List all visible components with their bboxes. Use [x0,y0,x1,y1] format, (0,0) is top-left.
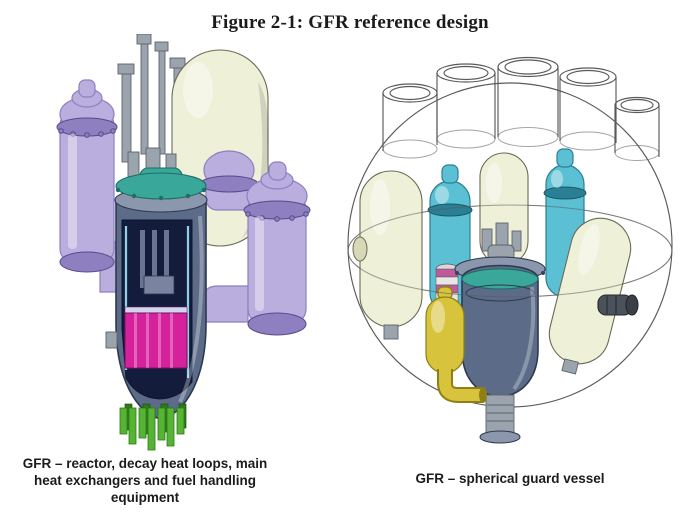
sphere-equator-line [347,204,673,298]
main-heat-exchanger-left-icon [352,170,423,340]
left-caption: GFR – reactor, decay heat loops, main he… [22,456,268,505]
reactor-vessel-icon [105,147,208,420]
reactor-core-icon [124,306,188,369]
decay-heat-loop-right-icon [201,161,311,336]
decay-heat-loop-rear-icon [199,150,259,211]
outlet-nozzle-icon [597,294,639,316]
left-illustration [56,34,311,451]
fuel-rods-icon [119,403,187,451]
reactor-vessel-right-icon [454,222,546,444]
right-caption: GFR – spherical guard vessel [415,471,605,486]
right-illustration [347,56,673,444]
top-penetrations-icon [382,56,660,161]
figure-title: Figure 2-1: GFR reference design [211,12,489,33]
support-cylinder-icon [479,394,521,444]
decay-heat-loop-left-icon [56,79,143,293]
auxiliary-vessel-yellow-icon [425,286,487,403]
